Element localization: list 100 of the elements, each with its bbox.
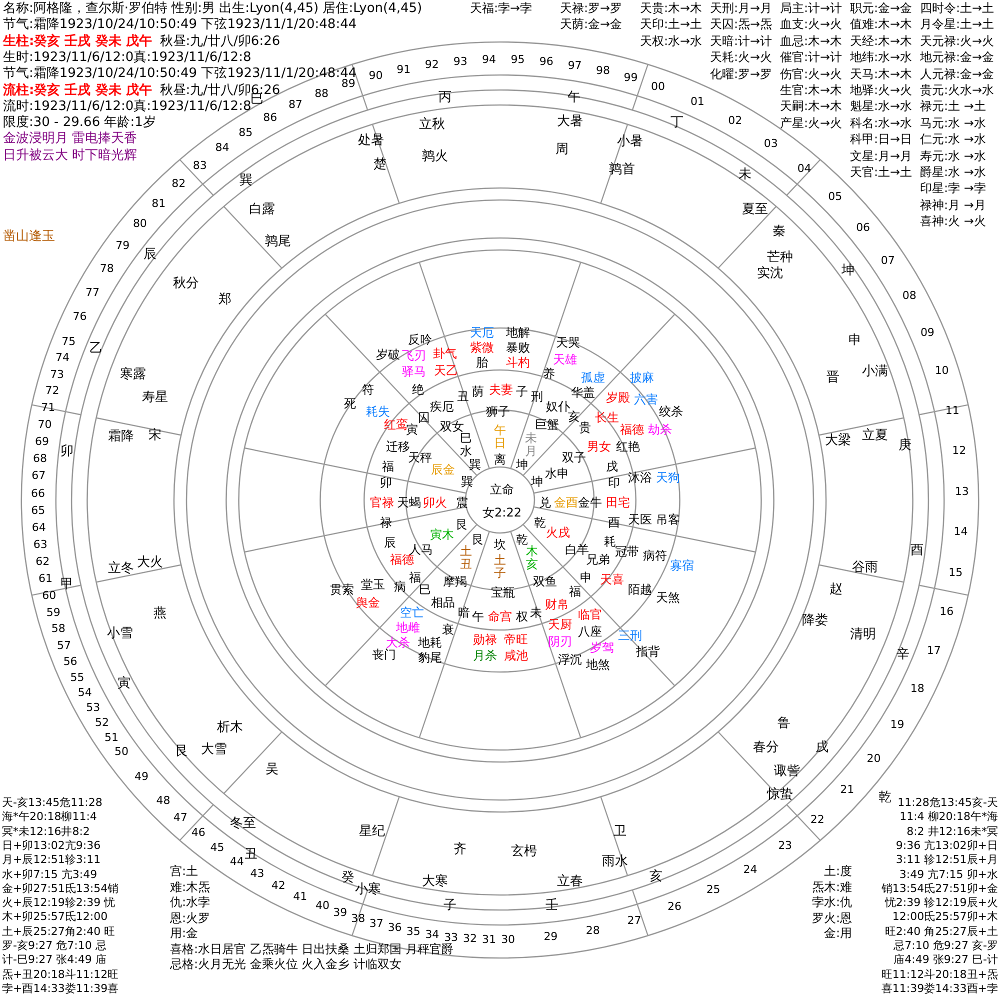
rule-entry-text: 催官:计→计 bbox=[780, 51, 842, 64]
pattern-text: 忌格:火月无光 金乘火位 火入金乡 计临双女 bbox=[170, 958, 402, 972]
degree-number: 01 bbox=[690, 96, 704, 108]
rule-entry-text: 贵元:火水→水 bbox=[920, 84, 994, 98]
degree-number: 86 bbox=[263, 112, 278, 124]
ring-label: 庚 bbox=[898, 438, 912, 454]
wheel-label: 土丑 bbox=[460, 544, 472, 572]
wheel-label: 午 bbox=[472, 610, 484, 624]
planet-position-text: 庙4:49 张9:27 巳-计 bbox=[894, 954, 998, 966]
degree-number: 79 bbox=[116, 240, 130, 252]
planet-position-text: 3:11 轸12:51辰+月 bbox=[896, 854, 998, 866]
ring-label: 寒露 bbox=[120, 368, 146, 382]
wheel-label: 衰 bbox=[442, 623, 454, 637]
wheel-label: 符 bbox=[362, 383, 374, 397]
degree-number: 59 bbox=[46, 606, 60, 619]
wheel-label: 劫杀 bbox=[648, 423, 672, 437]
wheel-label: 印 bbox=[608, 476, 620, 490]
ring-label: 白露 bbox=[249, 202, 275, 218]
rule-entry-text: 爵星:水 →水 bbox=[920, 166, 986, 180]
rule-entry-text: 天官:土→土 bbox=[850, 166, 912, 180]
degree-number: 94 bbox=[482, 54, 496, 66]
wheel-label: 胎 bbox=[476, 356, 488, 370]
rule-entry-text: 文星:月→月 bbox=[850, 150, 912, 163]
planet-position-text: 日+卯13:02亢9:36 bbox=[2, 840, 101, 852]
ring-label: 大梁 bbox=[825, 434, 851, 448]
planet-position-text: 计-巳9:27 张4:49 庙 bbox=[2, 954, 106, 966]
degree-number: 93 bbox=[453, 56, 468, 68]
rule-entry-text: 禄元:土 →土 bbox=[920, 100, 986, 114]
degree-number: 63 bbox=[33, 539, 48, 552]
planet-position-text: 9:36 亢13:02卯+日 bbox=[896, 840, 998, 852]
ring-label: 燕 bbox=[154, 606, 166, 622]
wheel-label: 驿马 bbox=[402, 365, 426, 379]
ring-label: 亥 bbox=[650, 870, 662, 884]
ring-label: 芒种 bbox=[767, 250, 793, 266]
wheel-label: 天厨 bbox=[548, 618, 572, 632]
degree-number: 35 bbox=[406, 926, 420, 938]
wheel-label: 巨蟹 bbox=[535, 418, 559, 432]
degree-number: 87 bbox=[288, 99, 302, 112]
ring-label: 夏至 bbox=[742, 202, 768, 218]
wheel-label: 地雌 bbox=[396, 621, 420, 635]
wheel-label: 月杀 bbox=[473, 649, 497, 663]
planet-position-text: 罗-亥9:27 危7:10 忌 bbox=[2, 940, 106, 952]
wheel-label: 暴败 bbox=[506, 341, 530, 355]
degree-number: 24 bbox=[743, 864, 758, 876]
rule-entry-text: 禄神:月 →月 bbox=[920, 198, 986, 212]
wheel-label: 吊客 bbox=[656, 513, 680, 527]
wheel-label: 金牛 bbox=[578, 496, 602, 510]
ring-label: 雨水 bbox=[602, 854, 628, 870]
wheel-label: 紫微 bbox=[470, 341, 494, 355]
wheel-label: 沐浴 bbox=[628, 471, 652, 485]
info-text: 生时:1923/11/6/12:0真:1923/11/6/12:8 bbox=[3, 50, 252, 66]
rule-entry-text: 喜神:火 →火 bbox=[920, 215, 986, 228]
wheel-label: 未月 bbox=[525, 432, 537, 458]
wheel-label: 财帛 bbox=[545, 598, 569, 612]
wheel-label: 寡宿 bbox=[670, 559, 694, 573]
wheel-label: 大杀 bbox=[386, 636, 410, 650]
ring-label: 惊蛰 bbox=[767, 788, 793, 802]
info-text: 节气:霜降1923/10/24/10:50:49 下弦1923/11/1/20:48:44 bbox=[3, 18, 357, 33]
wheel-label: 舆金 bbox=[356, 596, 380, 610]
wheel-label: 双鱼 bbox=[533, 575, 557, 589]
wheel-label: 福 bbox=[382, 460, 394, 474]
wheel-label: 午日 bbox=[494, 424, 506, 450]
rule-entry-text: 月令星:土→土 bbox=[920, 18, 994, 32]
degree-number: 34 bbox=[425, 929, 440, 942]
ring-label: 丑 bbox=[244, 848, 258, 862]
wheel-label: 巽 bbox=[469, 458, 481, 472]
ring-label: 大暑 bbox=[557, 114, 583, 130]
wheel-label: 冠带 bbox=[615, 545, 639, 559]
planet-position-text: 忌7:10 危9:27 亥-罗 bbox=[894, 940, 998, 952]
ring-label: 寅 bbox=[118, 676, 130, 692]
wheel-label: 地解 bbox=[506, 326, 530, 340]
degree-number: 82 bbox=[172, 178, 186, 190]
degree-number: 11 bbox=[945, 404, 960, 417]
pattern-text: 宫:土 bbox=[170, 865, 198, 878]
wheel-label: 岁驾 bbox=[590, 641, 614, 655]
wheel-label: 田宅 bbox=[606, 496, 630, 510]
rule-entry-text: 天刑:月→月 bbox=[710, 2, 772, 16]
degree-number: 19 bbox=[890, 718, 904, 731]
rule-entry-text: 生官:木→木 bbox=[780, 84, 842, 98]
rule-entry-text: 值难:木→木 bbox=[850, 18, 912, 32]
ring-label: 壬 bbox=[546, 898, 558, 914]
degree-number: 74 bbox=[56, 352, 70, 365]
ring-label: 戌 bbox=[816, 740, 828, 756]
planet-position-text: 土+辰25:27角2:40 旺 bbox=[2, 926, 116, 938]
wheel-label: 福德 bbox=[620, 423, 644, 437]
wheel-label: 奴仆 bbox=[546, 400, 570, 414]
wheel-label: 官禄 bbox=[370, 496, 394, 510]
ring-label: 乙 bbox=[90, 342, 102, 356]
degree-number: 57 bbox=[57, 640, 72, 652]
ring-label: 申 bbox=[848, 334, 862, 348]
rule-entry-text: 天元禄:火→火 bbox=[920, 34, 994, 48]
wheel-label: 浮沉 bbox=[558, 653, 582, 667]
wheel-label: 福 bbox=[409, 571, 421, 584]
wheel-label: 狮子 bbox=[486, 405, 510, 419]
degree-number: 10 bbox=[934, 365, 949, 378]
wheel-label: 相品 bbox=[431, 596, 455, 610]
wheel-label: 岁殿 bbox=[606, 391, 630, 405]
wheel-label: 斗杓 bbox=[506, 356, 530, 370]
wheel-label: 乾 bbox=[516, 533, 528, 546]
planet-position-text: 3:49 亢7:15 卯+水 bbox=[899, 868, 998, 881]
